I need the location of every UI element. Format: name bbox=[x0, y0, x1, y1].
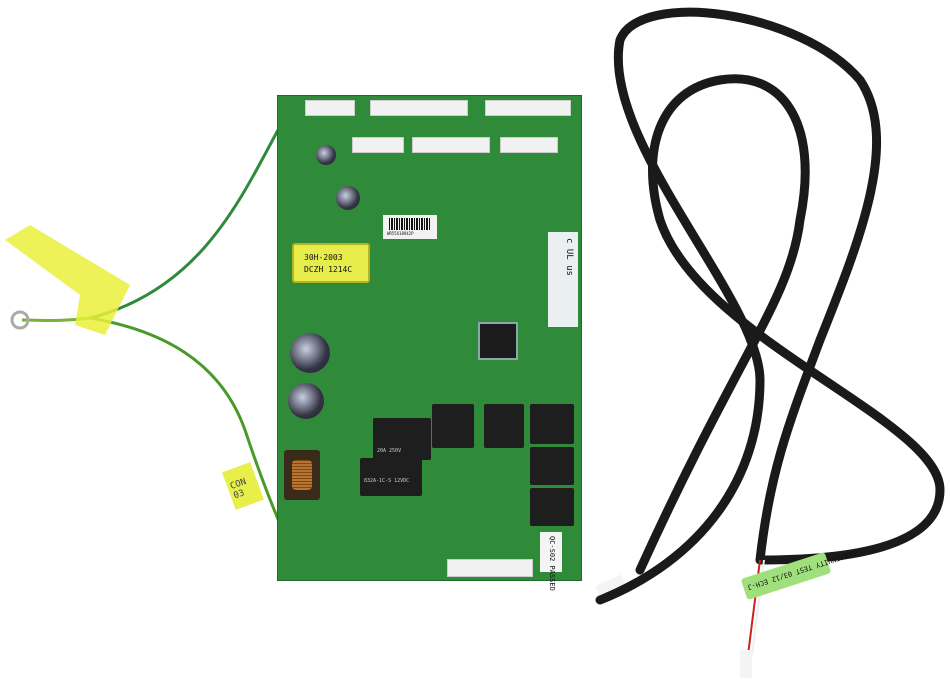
capacitor bbox=[290, 333, 330, 373]
connector bbox=[485, 100, 571, 116]
transformer-label-1: 30H-2003 bbox=[304, 253, 343, 262]
relay bbox=[530, 404, 574, 444]
connector bbox=[500, 137, 558, 153]
capacitor bbox=[316, 145, 336, 165]
ul-label-text: c UL us bbox=[564, 238, 574, 276]
capacitor bbox=[336, 186, 360, 210]
barcode-bars bbox=[389, 218, 431, 230]
connector bbox=[412, 137, 490, 153]
barcode-sticker: WR55X10942P bbox=[383, 215, 437, 239]
transformer-label-2: DCZH 1214C bbox=[304, 265, 353, 274]
relay bbox=[484, 404, 524, 448]
connector bbox=[305, 100, 355, 116]
qc-label: QC-S02 PASSED bbox=[540, 532, 562, 591]
capacitor bbox=[288, 383, 324, 419]
relay: 20A 250V bbox=[373, 418, 431, 460]
inductor bbox=[284, 450, 320, 500]
relay-rating: 20A 250V bbox=[377, 448, 402, 454]
relay bbox=[530, 488, 574, 526]
transformer: 30H-2003 DCZH 1214C bbox=[292, 243, 370, 283]
connector bbox=[447, 559, 533, 577]
barcode-text: WR55X10942P bbox=[387, 231, 414, 236]
relay: 832A-1C-S 12VDC bbox=[360, 458, 422, 496]
connector bbox=[370, 100, 468, 116]
relay bbox=[432, 404, 474, 448]
relay-model: 832A-1C-S 12VDC bbox=[364, 478, 410, 484]
ul-certification-label: c UL us bbox=[548, 232, 578, 327]
qc-label-text: QC-S02 PASSED bbox=[548, 536, 556, 591]
connector bbox=[352, 137, 404, 153]
relay bbox=[530, 447, 574, 485]
microcontroller-chip bbox=[478, 322, 518, 360]
